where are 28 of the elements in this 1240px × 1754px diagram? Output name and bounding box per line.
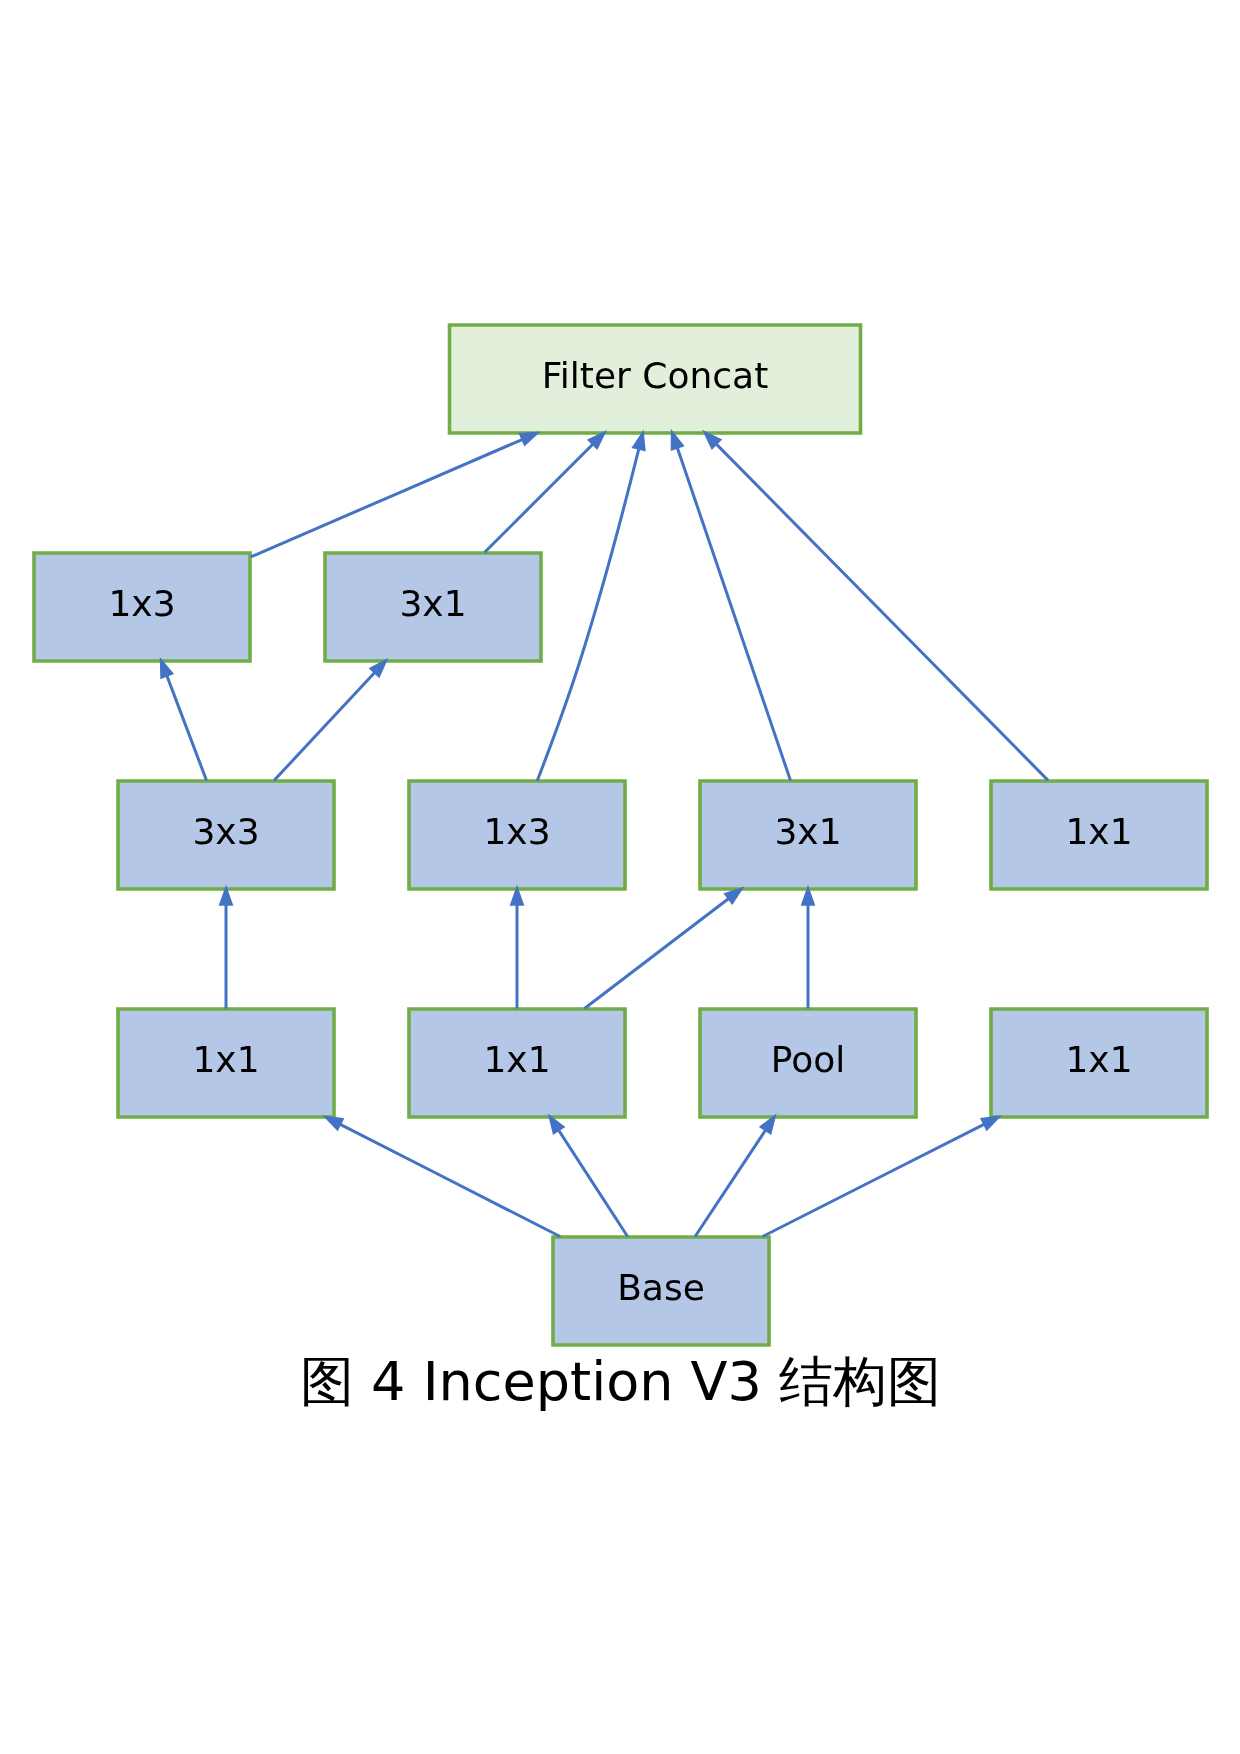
node-box: 1x1 <box>988 779 1209 891</box>
arrow <box>761 1115 1002 1238</box>
arrow <box>321 1115 561 1238</box>
arrow <box>249 431 541 559</box>
node-box: 3x3 <box>115 779 336 891</box>
arrow <box>693 1113 777 1238</box>
arrow <box>272 657 388 782</box>
node-box: Filter Concat <box>447 323 862 435</box>
arrow <box>482 430 607 554</box>
node-box: 1x3 <box>31 551 252 663</box>
arrow <box>701 429 1049 782</box>
node-box: 1x1 <box>406 1007 627 1119</box>
caption: 图 4 Inception V3 结构图 <box>299 1350 941 1414</box>
arrow <box>583 886 744 1010</box>
node-box: Base <box>550 1235 771 1347</box>
arrow <box>547 1113 629 1238</box>
arrow <box>509 884 524 1009</box>
node-box: Pool <box>697 1007 918 1119</box>
node-box: 3x1 <box>697 779 918 891</box>
arrow <box>218 884 233 1009</box>
arrow <box>535 429 646 782</box>
node-box: 1x3 <box>406 779 627 891</box>
node-box: 1x1 <box>988 1007 1209 1119</box>
node-box: 1x1 <box>115 1007 336 1119</box>
arrow <box>800 884 815 1009</box>
node-box: 3x1 <box>322 551 543 663</box>
arrow <box>670 428 792 781</box>
arrow <box>159 656 208 782</box>
